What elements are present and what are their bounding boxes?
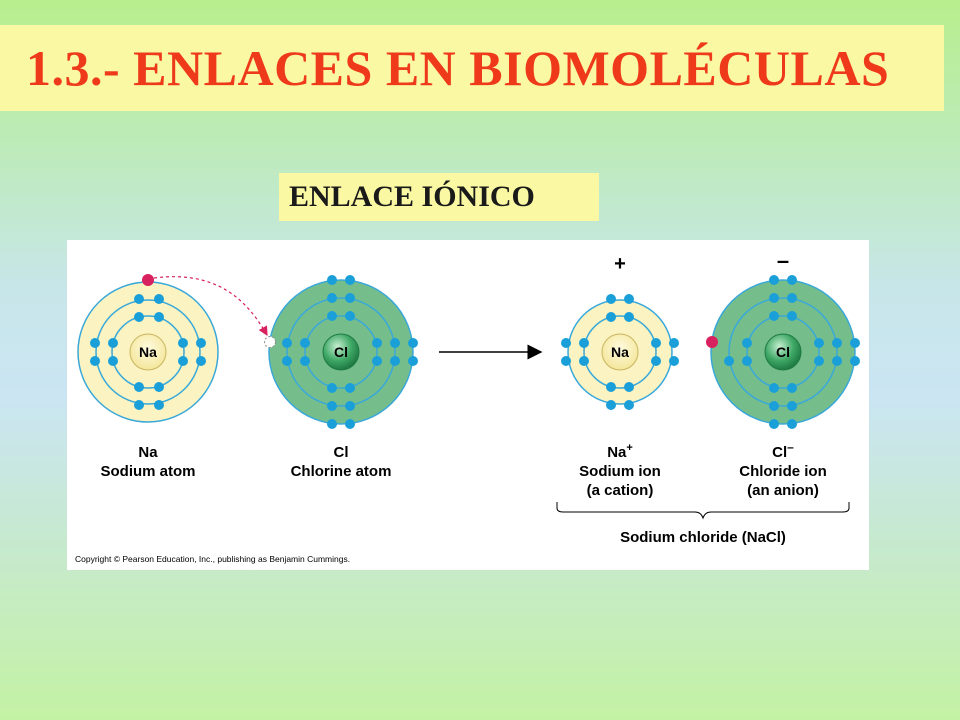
copyright-text: Copyright © Pearson Education, Inc., pub…	[75, 554, 350, 564]
sodium-nucleus	[129, 333, 167, 371]
chloride-ion: – Cl Cl– Chloride ion (an an	[706, 248, 860, 499]
sodium-ion-symbol-sup: +	[626, 442, 632, 454]
sodium-middle-shell	[95, 299, 201, 405]
sodium-ion-symbol: Na+	[607, 442, 633, 461]
chloride-ion-inner-shell	[746, 315, 820, 389]
chloride-ion-kind: (an anion)	[747, 482, 819, 499]
ionic-bond-figure: Na Na Sodium atom Cl	[67, 240, 869, 570]
electron-transfer-arrow	[153, 276, 268, 337]
chloride-ion-symbol: Cl–	[772, 440, 794, 461]
sodium-inner-shell	[111, 315, 185, 389]
chloride-ion-nucleus-label: Cl	[776, 344, 790, 360]
chloride-ion-middle-shell	[728, 297, 838, 407]
chlorine-nucleus	[322, 333, 360, 371]
subtitle-box: ENLACE IÓNICO	[279, 173, 599, 221]
chlorine-atom-name: Chlorine atom	[291, 463, 392, 480]
compound-label: Sodium chloride (NaCl)	[620, 529, 786, 546]
sodium-ion-electrons	[561, 294, 679, 410]
slide-title: 1.3.- ENLACES EN BIOMOLÉCULAS	[26, 40, 890, 96]
chlorine-middle-shell	[286, 297, 396, 407]
sodium-ion-inner-shell	[583, 315, 657, 389]
title-bar: 1.3.- ENLACES EN BIOMOLÉCULAS	[0, 25, 944, 111]
chlorine-atom-symbol: Cl	[334, 444, 349, 461]
slide-subtitle: ENLACE IÓNICO	[289, 180, 535, 213]
sodium-atom-symbol: Na	[138, 444, 158, 461]
transferred-electron	[142, 274, 154, 286]
sodium-ion-name: Sodium ion	[579, 463, 661, 480]
chloride-ion-charge: –	[777, 248, 789, 273]
compound-bracket	[556, 502, 850, 520]
chlorine-electrons	[282, 275, 418, 429]
chloride-ion-nucleus	[764, 333, 802, 371]
chlorine-inner-shell	[304, 315, 378, 389]
ionic-bond-diagram: Na Na Sodium atom Cl	[75, 248, 860, 564]
sodium-nucleus-label: Na	[139, 344, 157, 360]
sodium-electrons	[90, 294, 206, 410]
sodium-atom-name: Sodium atom	[100, 463, 195, 480]
chloride-ion-electrons	[724, 275, 860, 429]
empty-electron-slot	[264, 336, 276, 348]
sodium-ion-nucleus-label: Na	[611, 344, 629, 360]
sodium-ion-kind: (a cation)	[587, 482, 654, 499]
sodium-ion: + Na Na+ Sodium ion (a cation)	[561, 253, 679, 499]
gained-electron	[706, 336, 718, 348]
chloride-ion-symbol-text: Cl	[772, 444, 787, 461]
chlorine-nucleus-label: Cl	[334, 344, 348, 360]
sodium-ion-nucleus	[601, 333, 639, 371]
sodium-ion-symbol-text: Na	[607, 444, 627, 461]
sodium-atom: Na Na Sodium atom	[77, 274, 219, 480]
chloride-ion-symbol-sup: –	[787, 440, 794, 454]
sodium-ion-charge: +	[614, 253, 626, 275]
chlorine-atom: Cl Cl Chlorine atom	[264, 275, 418, 480]
chloride-ion-name: Chloride ion	[739, 463, 827, 480]
